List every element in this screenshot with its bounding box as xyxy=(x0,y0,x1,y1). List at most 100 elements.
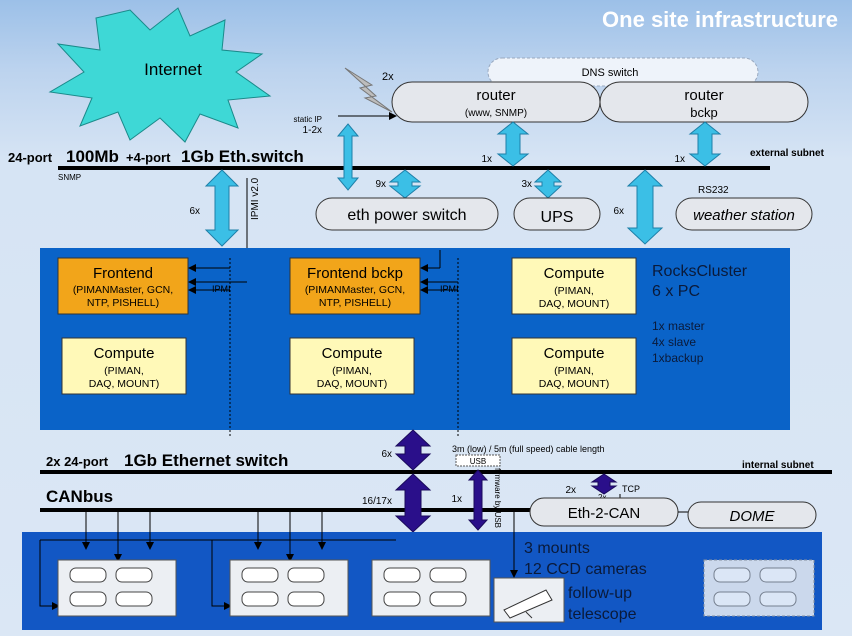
usb-arrow xyxy=(467,469,489,531)
weather-station xyxy=(675,197,813,231)
router-backup-link-mult: 1x xyxy=(674,154,685,165)
internal-arrows xyxy=(394,429,618,533)
frontend-uplink-mult: 6x xyxy=(189,206,200,217)
compute-line1: (PIMAN, xyxy=(554,285,594,297)
compute-title: Compute xyxy=(322,345,383,362)
frontend-backup-title: Frontend bckp xyxy=(307,265,403,282)
eth2can-arrow xyxy=(590,473,618,495)
compute-node xyxy=(289,337,415,395)
rs232-label: RS232 xyxy=(698,185,729,196)
rocks-slave: 4x slave xyxy=(652,335,696,349)
ups xyxy=(513,197,601,231)
compute-title: Compute xyxy=(544,345,605,362)
frontend-line2: NTP, PISHELL) xyxy=(87,297,159,309)
ups-label: UPS xyxy=(541,209,574,226)
eth-power-switch-label: eth power switch xyxy=(347,207,466,224)
external-switch-bar xyxy=(58,166,770,170)
power-switch-arrow xyxy=(388,169,422,199)
canbus-drops xyxy=(39,512,518,610)
frontend-backup-node xyxy=(289,257,421,315)
mount-group xyxy=(371,559,491,617)
ipmi-connectors xyxy=(188,250,459,436)
ipmi-v2-label: IPMI v2.0 xyxy=(250,177,261,220)
wireless-mult: 2x xyxy=(382,71,394,83)
eth-power-switch xyxy=(315,197,499,231)
eth-switch-plus: +4-port xyxy=(126,150,171,165)
compute-line1: (PIMAN, xyxy=(104,365,144,377)
compute-node xyxy=(61,337,187,395)
internal-switch-bar xyxy=(40,470,832,474)
uplink-arrows xyxy=(204,121,722,247)
cable-length-note: 3m (low) / 5m (full speed) cable length xyxy=(452,444,605,454)
router-sub: (www, SNMP) xyxy=(465,108,527,119)
static-ip-mult: 1-2x xyxy=(303,125,322,136)
weather-arrow xyxy=(626,169,664,245)
usb-mult: 1x xyxy=(451,494,462,505)
frontend-backup-line2: NTP, PISHELL) xyxy=(319,297,391,309)
dome-box xyxy=(687,501,817,529)
weather-uplink-mult: 6x xyxy=(613,206,624,217)
mount-group xyxy=(57,559,177,617)
router-backup-sub: bckp xyxy=(690,105,717,120)
cluster-switch-arrow xyxy=(394,429,432,471)
internet-label: Internet xyxy=(144,60,202,79)
mounts-label: 3 mounts xyxy=(524,540,590,557)
frontend-title: Frontend xyxy=(93,265,153,282)
firmware-label: firmware by USB xyxy=(493,468,502,528)
rocks-cluster-label: RocksCluster xyxy=(652,263,748,280)
eth-switch-name: 1Gb Eth.switch xyxy=(181,147,304,166)
router-uplink-arrow xyxy=(496,121,530,167)
compute-line1: (PIMAN, xyxy=(332,365,372,377)
ups-arrow xyxy=(533,169,563,199)
canbus-label: CANbus xyxy=(46,487,113,506)
ipmi-label-right: IPMI xyxy=(440,284,459,294)
router-backup-label: router xyxy=(684,87,723,104)
frontend-line1: (PIMANMaster, GCN, xyxy=(73,284,173,296)
dns-switch-label: DNS switch xyxy=(582,67,639,79)
eth2can-label: Eth-2-CAN xyxy=(568,505,641,522)
dome-label: DOME xyxy=(730,508,776,525)
compute-title: Compute xyxy=(544,265,605,282)
gbe-switch-prefix: 2x 24-port xyxy=(46,454,109,469)
ipmi-label-left: IPMI xyxy=(212,284,231,294)
router-link-mult: 1x xyxy=(481,154,492,165)
gbe-switch-name: 1Gb Ethernet switch xyxy=(124,451,288,470)
usb-box xyxy=(455,454,501,467)
compute-node xyxy=(511,257,637,315)
mount-group xyxy=(703,559,815,617)
compute-line2: DAQ, MOUNT) xyxy=(539,298,610,310)
router-backup-uplink-arrow xyxy=(688,121,722,167)
eth-switch-prefix: 24-port xyxy=(8,150,53,165)
rocks-pc-count: 6 x PC xyxy=(652,283,700,300)
frontend-node xyxy=(57,257,189,315)
internal-subnet-label: internal subnet xyxy=(742,460,814,471)
usb-label: USB xyxy=(470,457,486,466)
ups-mult: 3x xyxy=(521,179,532,190)
follow-up-label: follow-up xyxy=(568,585,632,602)
canbus-mult: 16/17x xyxy=(362,496,392,507)
compute-line2: DAQ, MOUNT) xyxy=(89,378,160,390)
ccd-cameras-label: 12 CCD cameras xyxy=(524,561,647,578)
internet-cloud xyxy=(48,7,272,143)
compute-line2: DAQ, MOUNT) xyxy=(317,378,388,390)
weather-station-label: weather station xyxy=(693,207,795,224)
canbus-arrow xyxy=(394,473,432,533)
eth-switch-speed: 100Mb xyxy=(66,147,119,166)
canbus-bar xyxy=(40,508,530,512)
eth2can-mult-a: 2x xyxy=(565,485,576,496)
static-ip-label: static IP xyxy=(294,115,322,124)
router-backup xyxy=(599,81,809,123)
compute-title: Compute xyxy=(94,345,155,362)
rocks-backup: 1xbackup xyxy=(652,351,704,365)
frontend-uplink-arrow xyxy=(204,169,240,247)
tcp-label: TCP xyxy=(622,484,640,494)
router-label: router xyxy=(476,87,515,104)
telescope-label: telescope xyxy=(568,606,637,623)
external-subnet-label: external subnet xyxy=(750,148,825,159)
power-switch-mult: 9x xyxy=(375,179,386,190)
compute-nodes: Compute (PIMAN, DAQ, MOUNT) Compute (PIM… xyxy=(61,257,637,395)
compute-line2: DAQ, MOUNT) xyxy=(539,378,610,390)
compute-line1: (PIMAN, xyxy=(554,365,594,377)
page-title: One site infrastructure xyxy=(602,7,838,32)
